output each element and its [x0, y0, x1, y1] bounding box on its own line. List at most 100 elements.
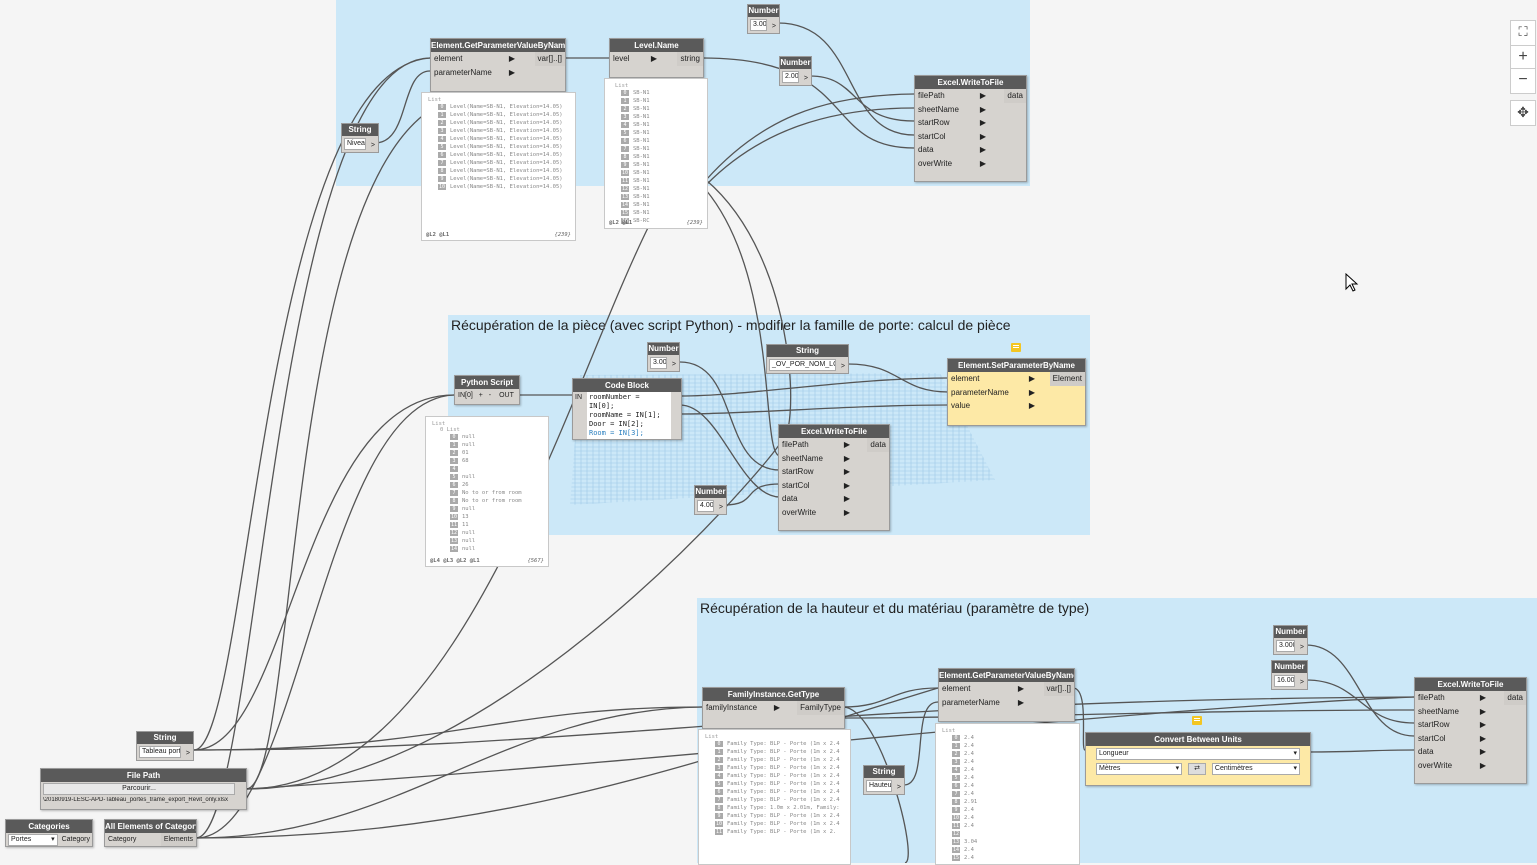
number-node[interactable]: Number 4.000> [694, 485, 727, 515]
note-icon[interactable] [1011, 343, 1021, 352]
number-node[interactable]: Number 16.000> [1271, 660, 1308, 690]
output-port[interactable]: > [896, 784, 901, 791]
input-port-sheetname[interactable]: sheetName▶ [1418, 706, 1486, 716]
excel-write-node[interactable]: Excel.WriteToFile filePath▶sheetName▶sta… [778, 424, 890, 531]
code-block-node[interactable]: Code Block IN roomNumber = IN[0];roomNam… [572, 378, 682, 440]
string-node[interactable]: String Tableau porte> [136, 731, 194, 761]
input-port-filepath[interactable]: filePath▶ [918, 91, 986, 100]
output-port[interactable]: > [671, 361, 676, 368]
input-port-overwrite[interactable]: overWrite▶ [1418, 760, 1486, 770]
output-port[interactable]: FamilyType [797, 701, 844, 715]
string-node[interactable]: String _OV_POR_NOM_LOCAL> [766, 344, 849, 374]
convert-units-node[interactable]: Convert Between Units Longueur▾ Mètres▾ … [1085, 732, 1311, 786]
output-port[interactable]: string [677, 52, 703, 66]
string-value[interactable]: Niveau [344, 138, 366, 150]
browse-button[interactable]: Parcourir... [43, 783, 235, 795]
input-port-parametername[interactable]: parameterName▶ [951, 387, 1035, 397]
input-port-startrow[interactable]: startRow▶ [1418, 720, 1486, 729]
input-port-sheetname[interactable]: sheetName▶ [782, 453, 850, 463]
input-port-parameter-name[interactable]: parameterName▶ [942, 697, 1024, 707]
output-port[interactable]: > [370, 142, 375, 149]
get-parameter-node[interactable]: Element.GetParameterValueByName element▶… [430, 38, 566, 92]
input-port-filepath[interactable]: filePath▶ [1418, 693, 1486, 702]
zoom-out-button[interactable]: − [1510, 68, 1536, 94]
output-port[interactable]: data [1004, 89, 1026, 103]
output-port[interactable]: var[]..[] [534, 52, 565, 66]
input-port-element[interactable]: element▶ [951, 374, 1035, 383]
input-port-data[interactable]: data▶ [782, 494, 850, 503]
excel-write-node[interactable]: Excel.WriteToFile filePath▶sheetName▶sta… [1414, 677, 1527, 784]
all-elements-of-category-node[interactable]: All Elements of Category Category Elemen… [104, 819, 197, 847]
output-port[interactable]: > [185, 750, 190, 757]
input-port-startcol[interactable]: startCol▶ [1418, 733, 1486, 743]
swap-units-button[interactable]: ⇄ [1188, 763, 1206, 775]
output-port[interactable]: Element [1049, 372, 1085, 386]
add-port-button[interactable]: + [478, 392, 483, 399]
input-port-startrow[interactable]: startRow▶ [918, 118, 986, 127]
input-port[interactable]: IN[0] [458, 392, 473, 399]
family-instance-gettype-node[interactable]: FamilyInstance.GetType familyInstance▶ F… [702, 687, 845, 729]
number-value[interactable]: 16.000 [1274, 675, 1295, 687]
input-port-overwrite[interactable]: overWrite▶ [918, 158, 986, 168]
output-port[interactable]: data [1504, 691, 1526, 705]
input-port[interactable]: IN [575, 394, 582, 401]
zoom-in-button[interactable]: + [1510, 45, 1536, 71]
number-node[interactable]: Number 3.000> [1273, 625, 1308, 655]
level-name-node[interactable]: Level.Name level▶ string [609, 38, 704, 78]
output-port[interactable]: > [840, 363, 845, 370]
pan-button[interactable]: ✥ [1510, 100, 1536, 126]
set-parameter-node[interactable]: Element.SetParameterByName element▶param… [947, 358, 1086, 426]
output-port[interactable]: Elements [160, 833, 196, 846]
input-port-value[interactable]: value▶ [951, 401, 1035, 410]
input-port-parameter-name[interactable]: parameterName▶ [434, 67, 515, 77]
output-port[interactable]: Category [61, 836, 90, 843]
output-port[interactable]: OUT [499, 392, 514, 399]
string-value[interactable]: Tableau porte [139, 746, 181, 758]
file-path-node[interactable]: File Path Parcourir... \20180919-LESC-AP… [40, 768, 247, 810]
zoom-to-fit-button[interactable]: ⛶ [1510, 20, 1536, 46]
output-port[interactable]: var[]..[] [1043, 682, 1074, 696]
input-port-data[interactable]: data▶ [918, 145, 986, 154]
string-value[interactable]: _OV_POR_NOM_LOCAL [769, 359, 836, 371]
to-unit-dropdown[interactable]: Centimètres▾ [1211, 763, 1300, 775]
unit-type-dropdown[interactable]: Longueur▾ [1096, 748, 1300, 760]
number-value[interactable]: 3.000 [650, 357, 667, 369]
input-port-element[interactable]: element▶ [434, 54, 515, 63]
number-value[interactable]: 3.000 [1276, 640, 1295, 652]
number-value[interactable]: 4.000 [697, 500, 714, 512]
input-port-filepath[interactable]: filePath▶ [782, 440, 850, 449]
get-parameter-node[interactable]: Element.GetParameterValueByName element▶… [938, 668, 1075, 722]
input-port-element[interactable]: element▶ [942, 684, 1024, 693]
remove-port-button[interactable]: - [488, 392, 492, 399]
category-dropdown[interactable]: Portes▾ [8, 834, 58, 846]
string-node[interactable]: String Niveau> [341, 123, 379, 153]
input-port-overwrite[interactable]: overWrite▶ [782, 507, 850, 517]
number-node[interactable]: Number 2.000> [779, 56, 812, 86]
string-value[interactable]: Hauteur [866, 780, 892, 792]
code-editor[interactable]: roomNumber = IN[0];roomName = IN[1];Door… [587, 392, 671, 439]
input-port-data[interactable]: data▶ [1418, 747, 1486, 756]
categories-node[interactable]: Categories Portes▾ Category [5, 819, 93, 847]
number-node[interactable]: Number 3.000> [647, 342, 680, 372]
from-unit-dropdown[interactable]: Mètres▾ [1096, 763, 1183, 775]
output-port[interactable]: data [867, 438, 889, 452]
note-icon[interactable] [1192, 716, 1202, 725]
output-port[interactable]: > [803, 75, 808, 82]
number-value[interactable]: 3.000 [750, 19, 767, 31]
number-value[interactable]: 2.000 [782, 71, 799, 83]
output-port[interactable]: > [1299, 644, 1304, 651]
input-port-category[interactable]: Category [108, 836, 137, 843]
input-port-startcol[interactable]: startCol▶ [918, 131, 986, 141]
output-port[interactable]: > [1299, 679, 1304, 686]
input-port-sheetname[interactable]: sheetName▶ [918, 104, 986, 114]
input-port-startcol[interactable]: startCol▶ [782, 480, 850, 490]
number-node[interactable]: Number 3.000> [747, 4, 780, 34]
input-port-startrow[interactable]: startRow▶ [782, 467, 850, 476]
output-port[interactable]: > [718, 504, 723, 511]
output-port[interactable]: > [771, 23, 776, 30]
